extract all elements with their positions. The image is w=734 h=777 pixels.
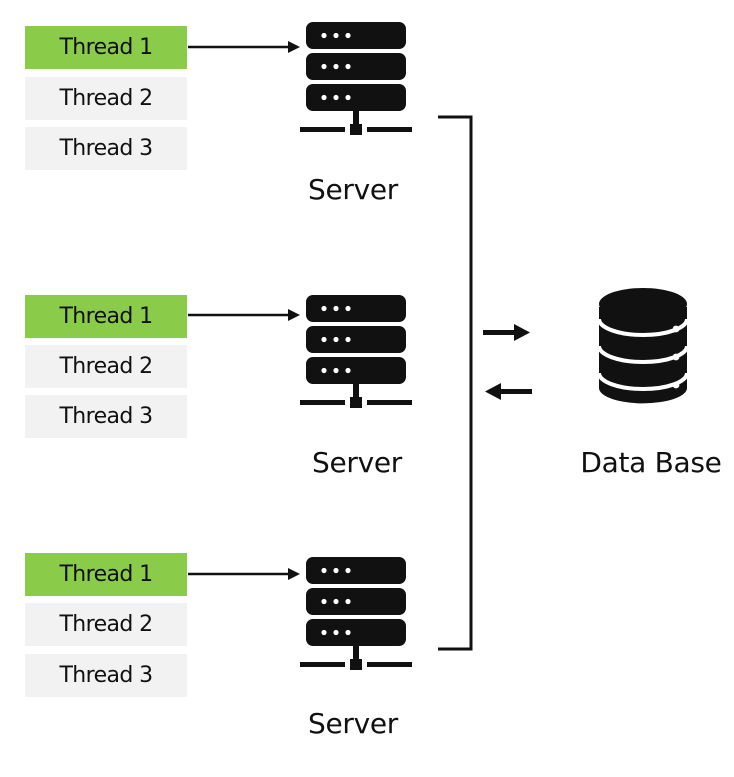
thread-arrow-2 bbox=[188, 309, 300, 321]
server-icon bbox=[300, 557, 412, 670]
server-label-3: Server bbox=[307, 707, 399, 740]
server-label-1: Server bbox=[307, 173, 399, 206]
server-label-2: Server bbox=[311, 446, 403, 479]
server-icon bbox=[300, 295, 412, 408]
thread-1-group-3: Thread 1 bbox=[25, 553, 187, 596]
database-icon bbox=[597, 288, 689, 404]
thread-1-group-1: Thread 1 bbox=[25, 26, 187, 69]
arrow-right-icon bbox=[483, 324, 530, 341]
thread-2-group-3: Thread 2 bbox=[25, 603, 187, 646]
thread-arrow-1 bbox=[188, 41, 300, 53]
thread-3-group-1: Thread 3 bbox=[25, 127, 187, 170]
connection-bracket bbox=[438, 115, 473, 651]
thread-3-group-3: Thread 3 bbox=[25, 654, 187, 697]
database-label: Data Base bbox=[580, 446, 722, 479]
thread-2-group-1: Thread 2 bbox=[25, 77, 187, 120]
server-icon bbox=[300, 22, 412, 135]
thread-arrow-3 bbox=[188, 568, 300, 580]
thread-2-group-2: Thread 2 bbox=[25, 345, 187, 388]
thread-1-group-2: Thread 1 bbox=[25, 295, 187, 338]
arrow-left-icon bbox=[485, 383, 532, 400]
thread-3-group-2: Thread 3 bbox=[25, 395, 187, 438]
